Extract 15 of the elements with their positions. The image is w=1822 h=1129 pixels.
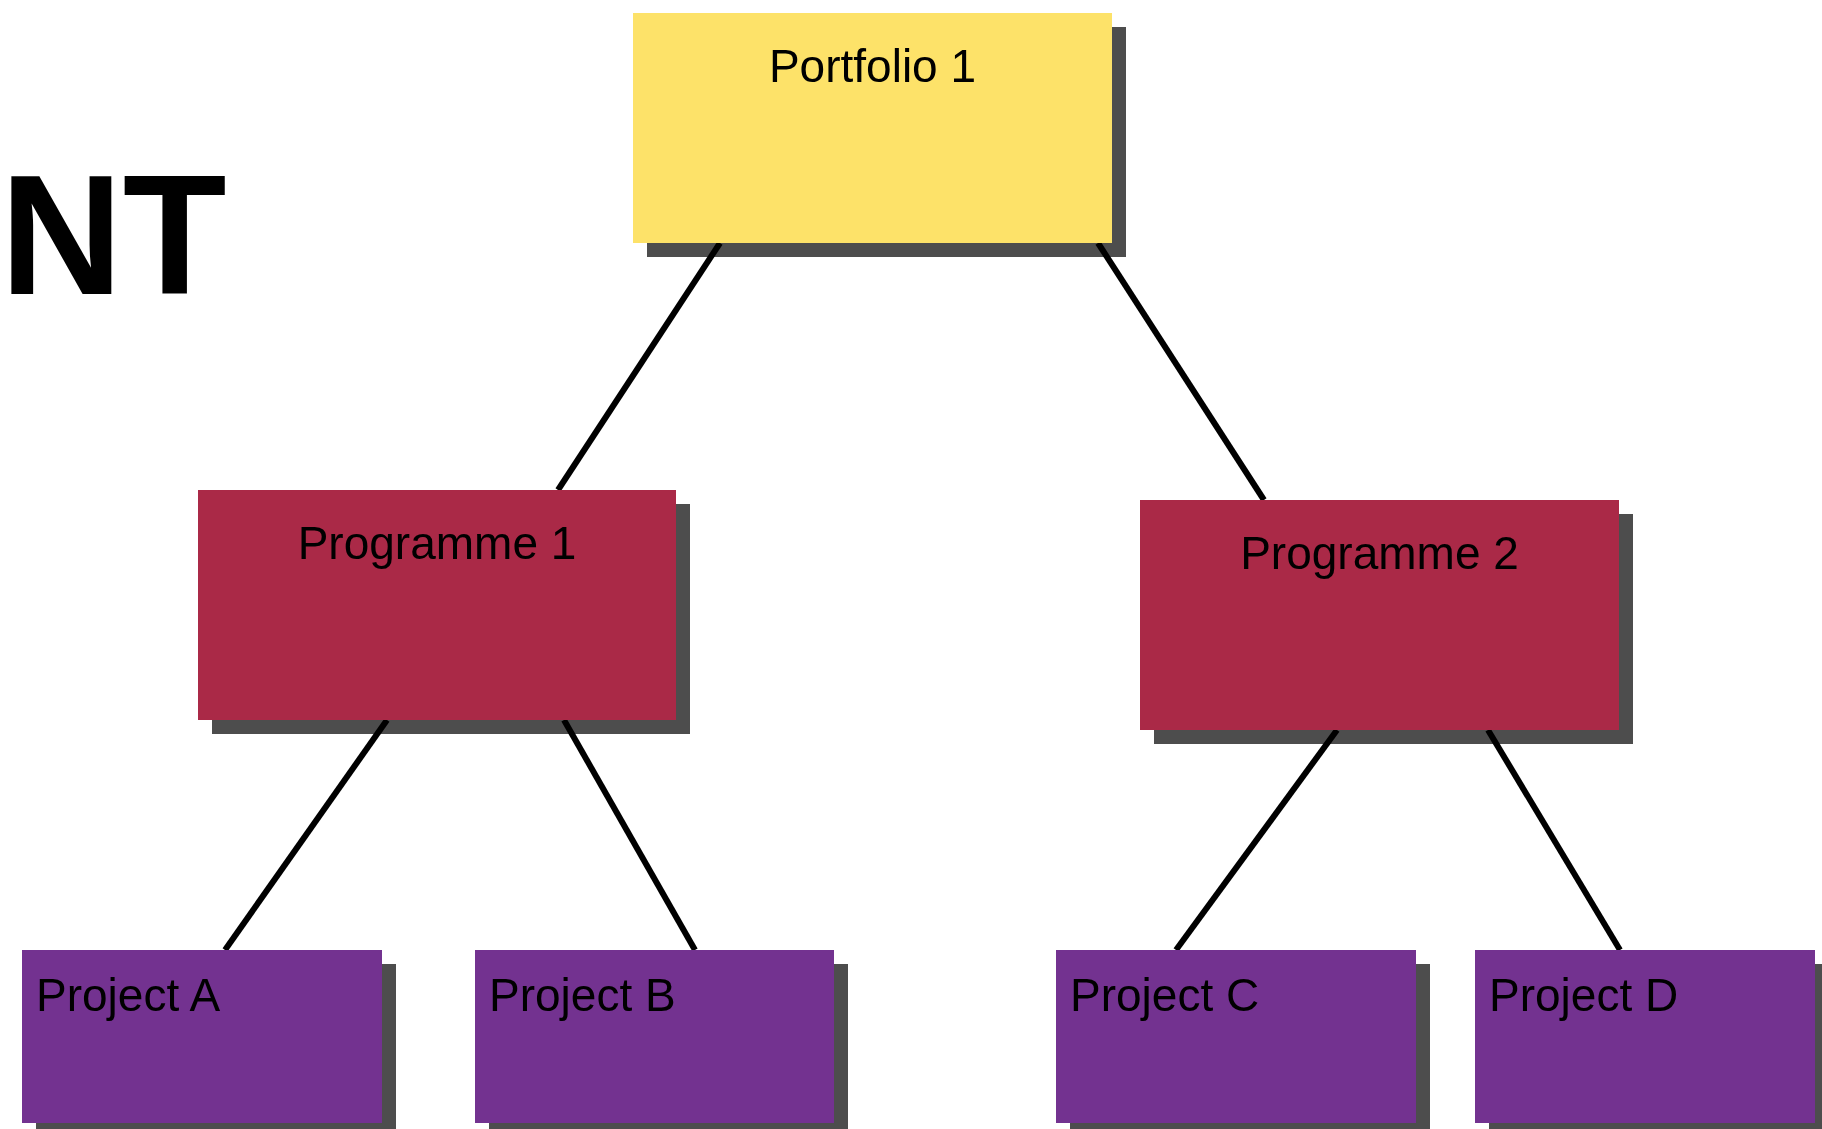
connector-line (1173, 728, 1340, 952)
connector-line (555, 241, 723, 492)
connector-line (1485, 728, 1623, 952)
project-box (22, 950, 382, 1123)
connector-line (222, 718, 390, 952)
project-box (1056, 950, 1416, 1123)
project-box (475, 950, 834, 1123)
project-box (1475, 950, 1815, 1123)
connector-line (1095, 241, 1267, 502)
title-text: NT (0, 150, 227, 320)
programme-box (1140, 500, 1619, 730)
portfolio-box (633, 13, 1112, 243)
programme-box (198, 490, 676, 720)
node-label: Portfolio 1 (768, 43, 977, 89)
connector-line (561, 718, 698, 952)
